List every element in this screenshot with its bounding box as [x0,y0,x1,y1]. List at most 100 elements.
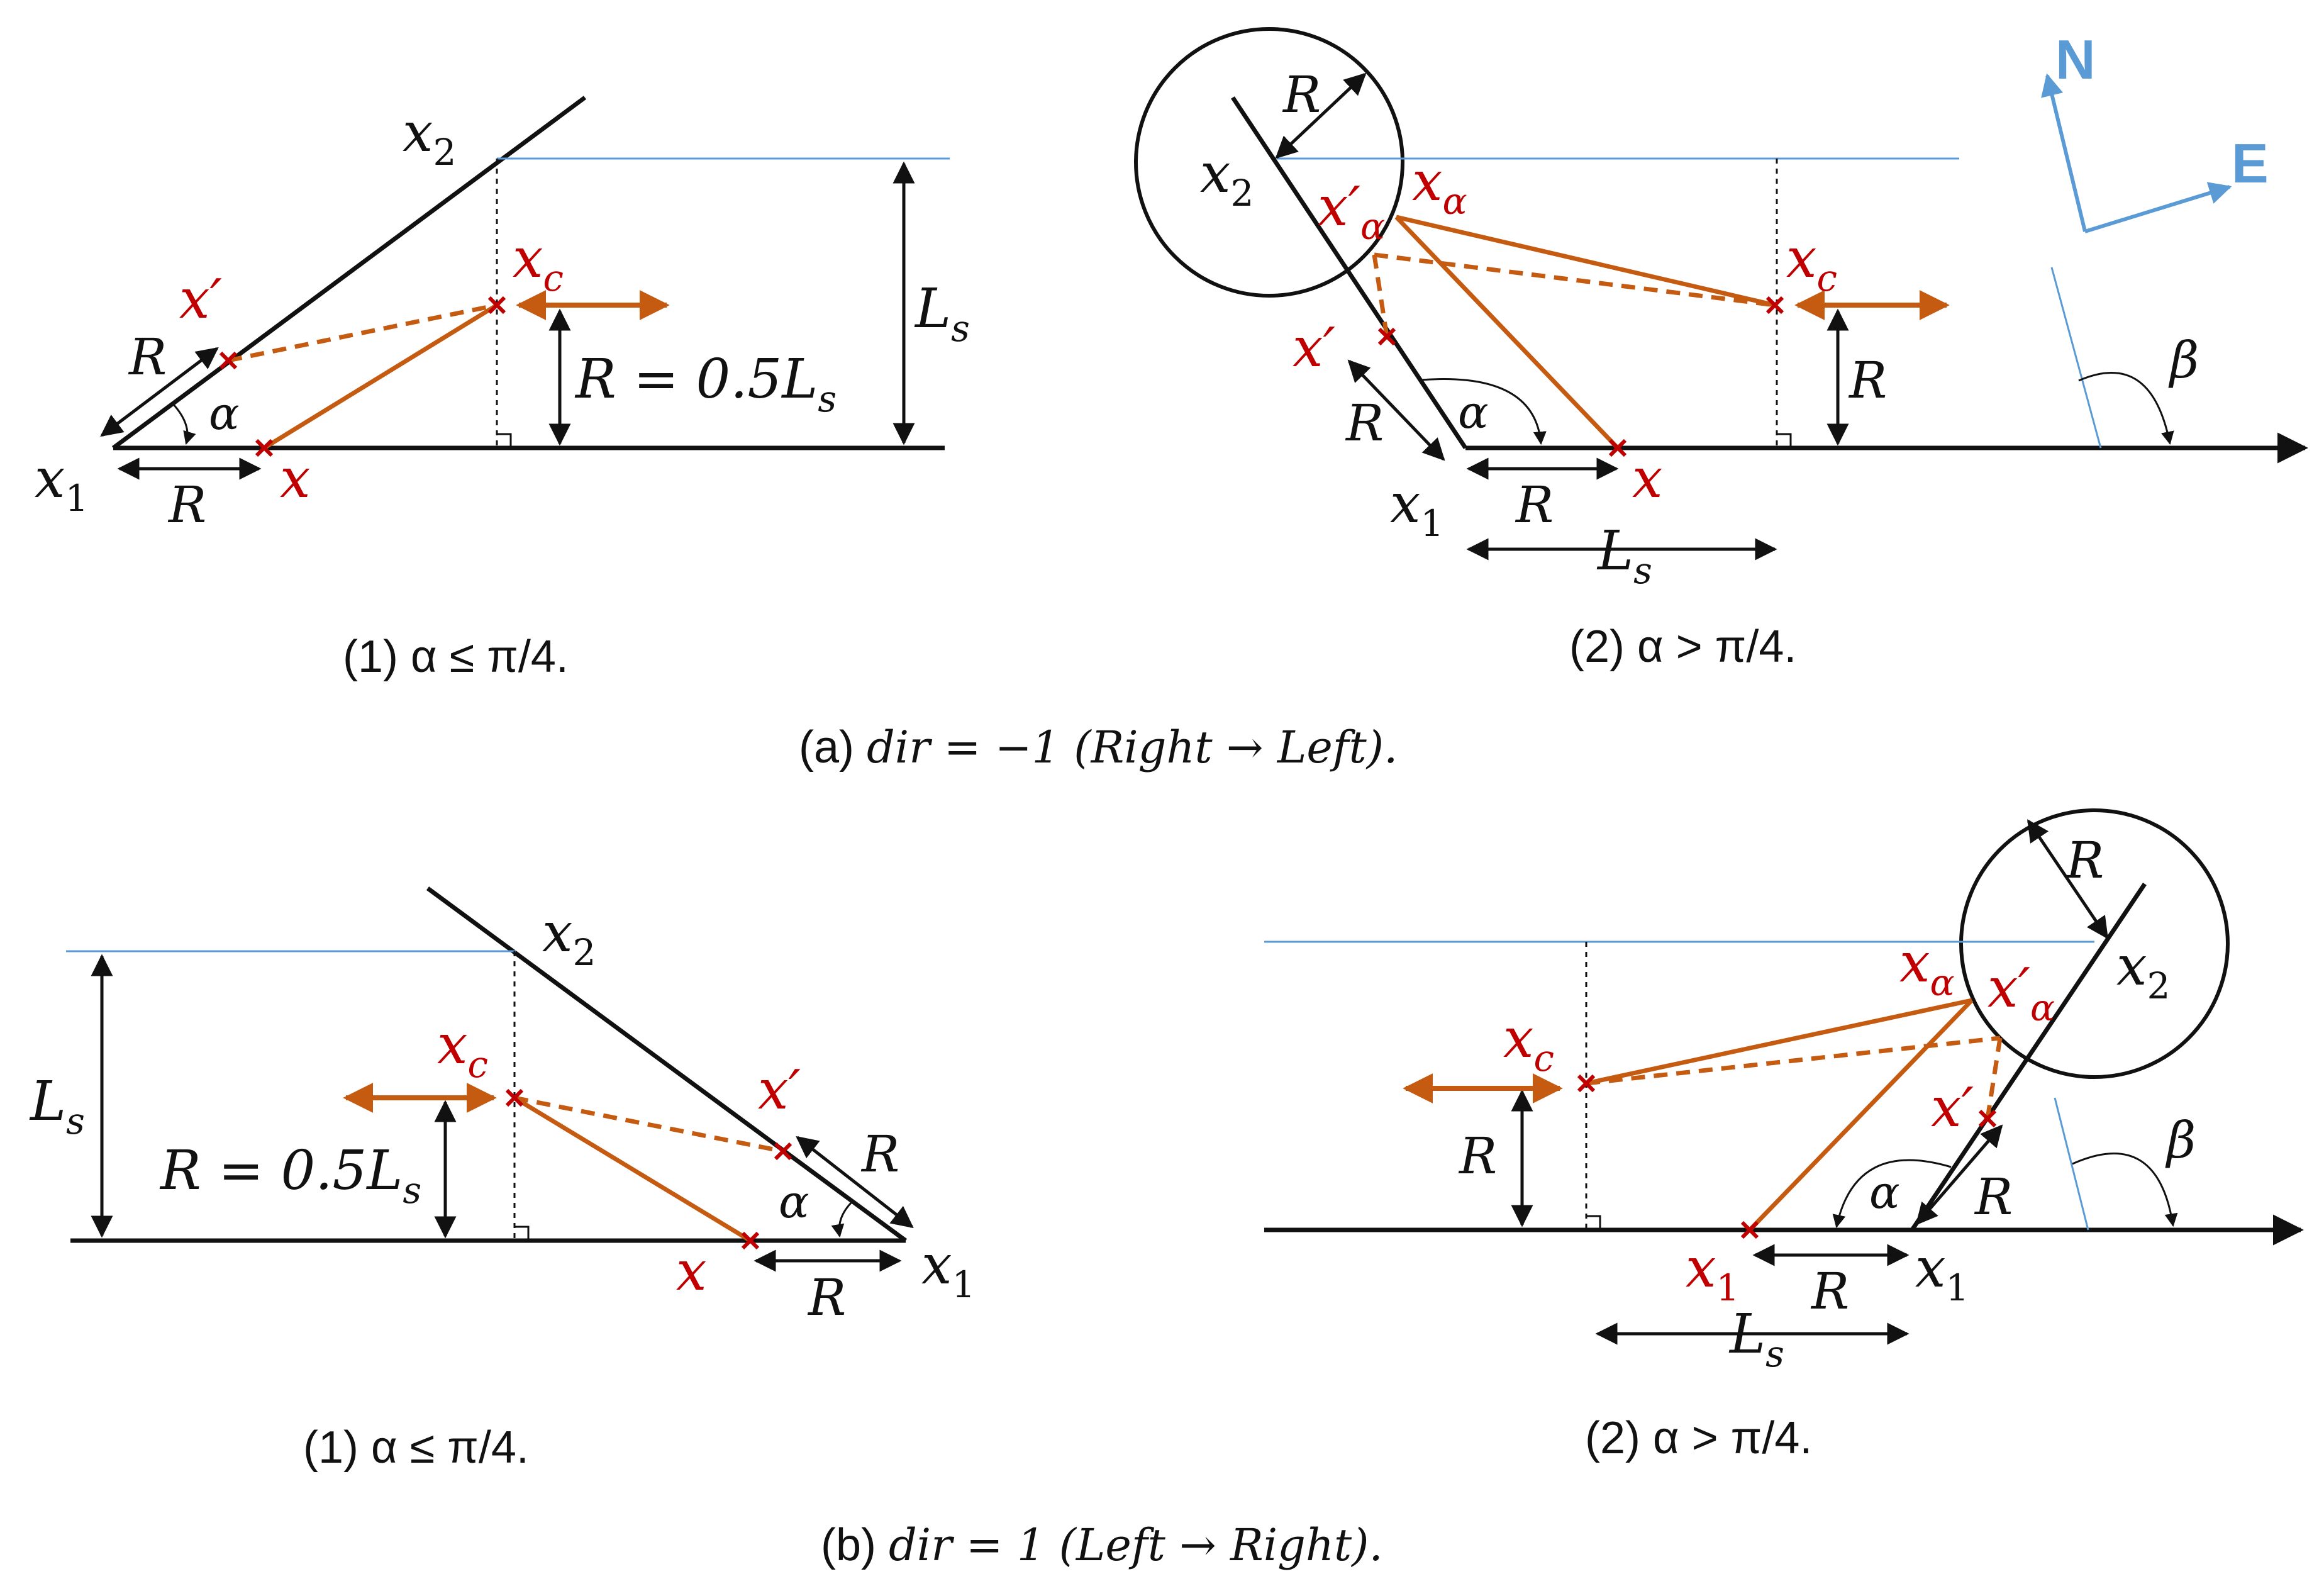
caption-a1: (1) α ≤ π/4. [343,632,569,682]
red-x-marker [1377,296,1784,457]
label-ls: Ls [914,277,970,350]
label-x: x [280,447,311,510]
alpha-arc [172,403,196,445]
panel-b1: x2 x1 x′ xc x R R α R = 0.5Ls Ls [29,886,975,1327]
right-angle-mark [514,1226,530,1241]
label-x1-red: x1 [1686,1237,1739,1309]
label-x: x [676,1240,707,1303]
east-label: E [2232,132,2269,194]
label-xc: xc [437,1014,488,1086]
label-r-vertical: R [1458,1127,1497,1185]
label-xc: xc [1786,227,1837,299]
r-circle-arrow [1275,72,1367,159]
caption-b2: (2) α > π/4. [1585,1413,1812,1463]
alpha-arc [1832,1159,1952,1229]
right-angle-mark [1777,433,1792,448]
label-xc: xc [1503,1007,1554,1080]
label-r-circle: R [1282,65,1321,124]
radius-circle [1959,808,2230,1079]
orange-dashed-line [228,303,498,363]
orange-solid-line [513,1096,752,1243]
orange-dashed-line [1586,1036,2001,1086]
orange-solid-line [263,303,498,450]
alpha-arc [831,1200,853,1238]
orange-dashed-line [1374,252,1776,308]
red-x-marker [1577,1074,1997,1239]
label-ls: Ls [1596,520,1652,592]
caption-b-main: (b) dir = 1 (Left → Right). [821,1519,1383,1571]
label-x: x [1632,447,1663,510]
label-r-circle: R [2065,831,2104,890]
label-r-slope: R [128,328,167,386]
label-r-slope: R [860,1125,899,1183]
east-arrow [2084,182,2232,233]
label-x-prime: x′ [758,1059,801,1122]
label-ls: Ls [1728,1303,1784,1375]
compass: N E [2041,28,2269,233]
label-x1: x1 [1390,472,1443,545]
panel-b2: x2 x1 x1 xα x′α x′ xc R R R R Ls α β [1264,808,2304,1375]
label-r-equation: R = 0.5Ls [159,1139,421,1212]
north-arrow [2041,73,2087,232]
orange-solid-line [1748,998,1974,1232]
label-xc: xc [513,227,564,299]
slope-line [1910,883,2147,1231]
label-r-vertical: R [1848,351,1887,410]
label-x1-black: x1 [1915,1237,1969,1309]
north-label: N [2055,28,2096,91]
label-r-slope: R [1345,394,1384,452]
label-x-prime: x′ [179,268,222,331]
red-x-marker [219,296,506,457]
label-x2: x2 [403,101,456,174]
label-r-horizontal: R [807,1268,846,1327]
beta-reference-line [2054,1097,2089,1231]
label-x2: x2 [2116,935,2170,1007]
panel-a1: x2 x1 x′ xc x R R α R = 0.5Ls Ls [35,96,970,534]
orange-solid-line [1396,215,1776,308]
label-x-prime: x′ [1931,1076,1974,1139]
label-x1: x1 [35,447,88,520]
label-alpha: α [1458,386,1489,438]
r-slope-arrow [100,347,219,437]
label-alpha: α [1869,1166,1900,1219]
r-circle-arrow [2027,819,2109,939]
r-slope-arrow [1347,359,1445,461]
label-r-horizontal: R [1810,1262,1849,1321]
label-xa: xα [1899,932,1955,1004]
r-slope-arrow [796,1136,914,1229]
panel-a2: N E x2 x1 x′α xα x′ xc x R R R R Ls α β [1134,27,2308,592]
beta-reference-line [2050,267,2102,449]
label-xa-prime: x′α [1988,957,2055,1029]
label-alpha: α [209,387,240,440]
label-r-equation: R = 0.5Ls [574,348,837,420]
right-angle-mark [1586,1215,1601,1230]
caption-a-main: (a) dir = −1 (Right → Left). [799,722,1398,773]
label-r-horizontal: R [1515,476,1554,534]
label-ls: Ls [29,1070,85,1142]
orange-dashed-line [514,1095,784,1154]
red-x-marker [505,1088,792,1250]
label-xa: xα [1412,150,1467,223]
r-slope-arrow [1915,1124,2003,1226]
label-x2: x2 [1200,142,1254,215]
label-r-horizontal: R [167,476,206,534]
orange-dashed-line [1372,254,1389,337]
orange-solid-line [1394,215,1620,450]
label-x2: x2 [542,902,596,974]
label-r-slope: R [1974,1168,2013,1226]
label-beta: β [2165,1111,2196,1170]
alpha-arc [1420,377,1547,445]
right-angle-mark [497,433,512,448]
radius-circle [1134,27,1404,298]
orange-solid-line [1586,998,1972,1086]
label-xa-prime: x′α [1318,176,1385,248]
label-x1: x1 [921,1234,975,1306]
label-alpha: α [779,1175,809,1228]
label-x-prime: x′ [1293,316,1335,379]
caption-b1: (1) α ≤ π/4. [303,1422,529,1473]
label-beta: β [2168,331,2199,389]
caption-a2: (2) α > π/4. [1569,622,1796,672]
orange-dashed-line [1985,1037,2003,1119]
beta-arc [2072,1153,2178,1227]
